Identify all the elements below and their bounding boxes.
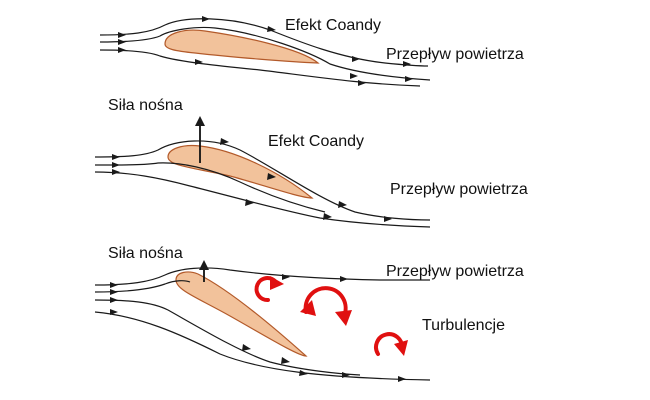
airfoil-2 xyxy=(167,144,314,199)
label-lift-3: Siła nośna xyxy=(108,245,183,262)
lift-arrow-2 xyxy=(195,116,205,163)
label-coanda-effect-1: Efekt Coandy xyxy=(285,17,381,34)
swirl-1 xyxy=(254,276,284,303)
streamline-2-bottom xyxy=(94,171,431,228)
streamline-2-top xyxy=(94,140,431,221)
airfoil-1 xyxy=(164,29,320,64)
streamline-3-bottom xyxy=(94,311,431,381)
streamline-1-mid xyxy=(99,26,431,81)
label-lift-2: Siła nośna xyxy=(108,97,183,114)
flow-arrows-2 xyxy=(112,138,392,222)
streamline-3-top xyxy=(94,267,430,286)
flow-arrows-1 xyxy=(118,16,413,86)
label-airflow-2: Przepływ powietrza xyxy=(390,181,528,198)
lift-arrow-3 xyxy=(199,260,209,282)
panel-2: Siła nośna Efekt Coandy Przepływ powietr… xyxy=(94,97,528,228)
panel-1: Efekt Coandy Przepływ powietrza xyxy=(99,16,524,87)
label-coanda-effect-2: Efekt Coandy xyxy=(268,133,364,150)
label-airflow-3: Przepływ powietrza xyxy=(386,263,524,280)
flow-arrows-3 xyxy=(110,274,406,382)
label-turbulence-3: Turbulencje xyxy=(422,317,505,334)
airfoil-3 xyxy=(175,271,308,357)
streamline-3-mid xyxy=(94,299,361,376)
swirl-3 xyxy=(374,332,408,356)
label-airflow-1: Przepływ powietrza xyxy=(386,46,524,63)
streamline-2-mid xyxy=(94,162,326,213)
swirl-2 xyxy=(300,286,352,326)
streamline-1-bottom xyxy=(99,49,421,87)
streamline-3-upper xyxy=(94,280,191,293)
turbulence-swirls xyxy=(254,276,408,356)
panel-3: Siła nośna Przepływ powietrza Turbulencj… xyxy=(94,245,524,382)
